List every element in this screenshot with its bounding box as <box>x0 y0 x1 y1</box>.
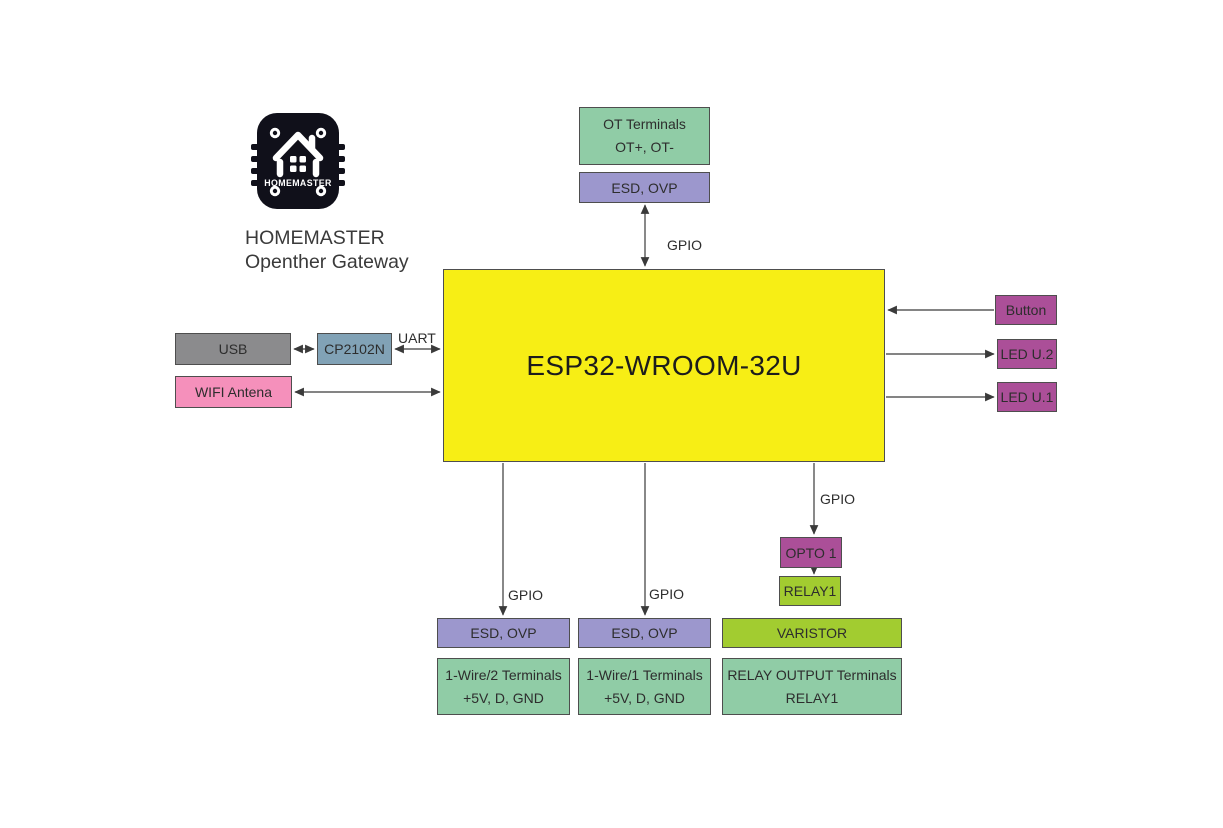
wire-label-gpio-wire2: GPIO <box>508 587 544 603</box>
block-button-label: Button <box>1005 302 1047 318</box>
block-wire1-terminals-line2: +5V, D, GND <box>604 689 685 706</box>
block-relay-output-line2: RELAY1 <box>785 689 839 706</box>
block-relay-output-line1: RELAY OUTPUT Terminals <box>727 666 897 683</box>
block-wire2-terminals: 1-Wire/2 Terminals +5V, D, GND <box>437 658 570 715</box>
block-cp2102n: CP2102N <box>317 333 392 365</box>
block-wifi-antenna-label: WIFI Antena <box>194 384 273 400</box>
block-led-u2: LED U.2 <box>997 339 1057 369</box>
block-ot-terminals-line2: OT+, OT- <box>615 139 674 155</box>
block-usb-label: USB <box>218 341 248 357</box>
block-varistor: VARISTOR <box>722 618 902 648</box>
logo-screw-holes <box>269 127 327 197</box>
block-varistor-label: VARISTOR <box>776 625 848 641</box>
wire-label-gpio-relay: GPIO <box>820 491 856 507</box>
block-esp32-chip-label: ESP32-WROOM-32U <box>526 349 802 381</box>
product-title-line2: Openther Gateway <box>245 250 409 273</box>
wire-label-gpio-ot: GPIO <box>667 237 703 253</box>
block-opto1-label: OPTO 1 <box>785 544 837 561</box>
product-title-line1: HOMEMASTER <box>245 227 385 249</box>
wire-label-gpio-wire1: GPIO <box>649 586 685 602</box>
block-wire2-terminals-line1: 1-Wire/2 Terminals <box>445 666 562 683</box>
block-esd-ovp-ot: ESD, OVP <box>579 172 710 203</box>
house-window-icon <box>290 156 306 172</box>
block-ot-terminals-line1: OT Terminals <box>603 116 686 132</box>
block-esd-ovp-wire1: ESD, OVP <box>578 618 711 648</box>
block-relay1: RELAY1 <box>779 576 841 606</box>
block-opto1: OPTO 1 <box>780 537 842 568</box>
block-wire1-terminals-line1: 1-Wire/1 Terminals <box>586 666 703 683</box>
product-title: HOMEMASTER Openther Gateway <box>245 227 409 274</box>
block-led-u2-label: LED U.2 <box>1000 346 1054 362</box>
homemaster-logo: HOMEMASTER <box>251 113 345 209</box>
block-usb: USB <box>175 333 291 365</box>
wire-label-uart: UART <box>398 330 436 346</box>
block-wire1-terminals: 1-Wire/1 Terminals +5V, D, GND <box>578 658 711 715</box>
block-wifi-antenna: WIFI Antena <box>175 376 292 408</box>
block-esd-ovp-wire2-label: ESD, OVP <box>470 625 537 641</box>
block-relay1-label: RELAY1 <box>783 583 837 599</box>
block-button: Button <box>995 295 1057 325</box>
block-led-u1: LED U.1 <box>997 382 1057 412</box>
block-esd-ovp-wire1-label: ESD, OVP <box>611 625 678 641</box>
block-ot-terminals: OT Terminals OT+, OT- <box>579 107 710 165</box>
logo-wordmark: HOMEMASTER <box>264 178 332 188</box>
block-wire2-terminals-line2: +5V, D, GND <box>463 689 544 706</box>
house-icon <box>272 131 324 178</box>
chip-body <box>251 113 345 209</box>
block-cp2102n-label: CP2102N <box>324 341 385 357</box>
block-esd-ovp-wire2: ESD, OVP <box>437 618 570 648</box>
block-relay-output-terminals: RELAY OUTPUT Terminals RELAY1 <box>722 658 902 715</box>
block-esd-ovp-ot-label: ESD, OVP <box>611 179 678 196</box>
block-led-u1-label: LED U.1 <box>1000 389 1054 405</box>
block-esp32-chip: ESP32-WROOM-32U <box>443 269 885 462</box>
